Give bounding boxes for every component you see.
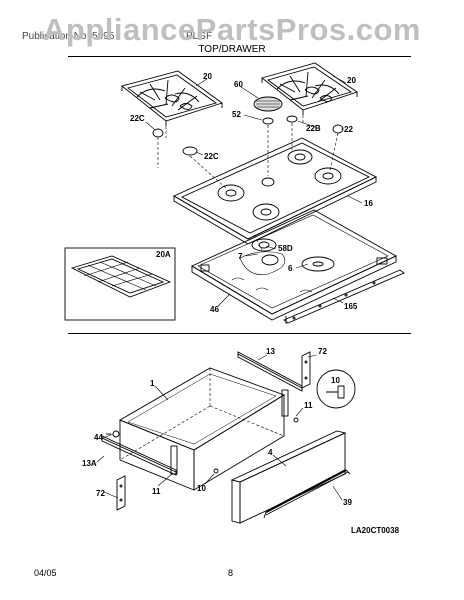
burner-cap-22c-bottom bbox=[182, 146, 198, 156]
drawer-body-1 bbox=[118, 367, 286, 491]
screw-small-bottom bbox=[213, 468, 219, 474]
watermark: AppliancePartsPros.com bbox=[43, 12, 421, 47]
burner-cap-52 bbox=[262, 117, 274, 125]
callout-22c-top: 22C bbox=[130, 114, 145, 123]
callout-1: 1 bbox=[150, 379, 155, 388]
callout-72-top: 72 bbox=[318, 347, 327, 356]
footer-date: 04/05 bbox=[34, 568, 57, 578]
callout-22: 22 bbox=[344, 125, 353, 134]
burner-cap-60 bbox=[253, 96, 283, 112]
callout-20-right: 20 bbox=[347, 76, 356, 85]
callout-22c-bottom: 22C bbox=[204, 152, 219, 161]
callout-46: 46 bbox=[210, 305, 219, 314]
callout-6: 6 bbox=[288, 264, 293, 273]
callout-20a: 20A bbox=[156, 250, 171, 259]
callout-11-bottom: 11 bbox=[152, 487, 161, 496]
callout-72-bottom: 72 bbox=[96, 489, 105, 498]
callout-13: 13 bbox=[266, 347, 275, 356]
callout-60: 60 bbox=[234, 80, 243, 89]
callout-165: 165 bbox=[344, 302, 358, 311]
bracket-165 bbox=[283, 269, 405, 324]
drawer-slide-13 bbox=[237, 351, 303, 392]
callout-16: 16 bbox=[364, 199, 373, 208]
inset-box-20a bbox=[64, 247, 176, 321]
drawer-slide-13a bbox=[101, 435, 177, 476]
screw-small-right bbox=[293, 417, 299, 423]
callout-13a: 13A bbox=[82, 459, 97, 468]
callout-44: 44 bbox=[94, 433, 103, 442]
callout-20-left: 20 bbox=[203, 72, 212, 81]
bracket-72-top bbox=[301, 351, 311, 389]
burner-box-46 bbox=[191, 209, 397, 321]
screw-detail-10 bbox=[316, 369, 356, 409]
page-header: Publication No. 5995 PLGF ApplianceParts… bbox=[0, 0, 464, 64]
drawing-code: LA20CT0038 bbox=[351, 526, 400, 535]
bracket-72-bottom bbox=[116, 475, 126, 511]
burner-cap-22c-top bbox=[152, 128, 164, 138]
cooktop-16 bbox=[173, 137, 377, 245]
publication-number: Publication No. 5995 bbox=[22, 31, 115, 42]
glide-11-right bbox=[281, 389, 289, 417]
right-burner-grate bbox=[261, 62, 358, 115]
drawer-front-4 bbox=[230, 430, 351, 524]
callout-22b: 22B bbox=[306, 124, 321, 133]
callout-52: 52 bbox=[232, 110, 241, 119]
assembly-lines bbox=[157, 115, 339, 251]
callout-10-circle: 10 bbox=[331, 376, 340, 385]
glide-11-bottom bbox=[170, 445, 178, 475]
callout-7: 7 bbox=[238, 252, 243, 261]
header-rule bbox=[68, 56, 411, 57]
section-divider bbox=[68, 333, 411, 334]
callout-10-bottom: 10 bbox=[197, 484, 206, 493]
callout-4: 4 bbox=[268, 448, 273, 457]
model-number: PLGF bbox=[186, 31, 213, 42]
callout-11-right: 11 bbox=[304, 401, 313, 410]
burner-cap-22b bbox=[286, 115, 298, 123]
left-burner-grate bbox=[121, 70, 223, 126]
leader-lines bbox=[96, 75, 363, 501]
footer-page-number: 8 bbox=[228, 568, 234, 578]
callout-39: 39 bbox=[343, 498, 352, 507]
section-title: TOP/DRAWER bbox=[198, 44, 266, 55]
callout-58d: 58D bbox=[278, 244, 293, 253]
